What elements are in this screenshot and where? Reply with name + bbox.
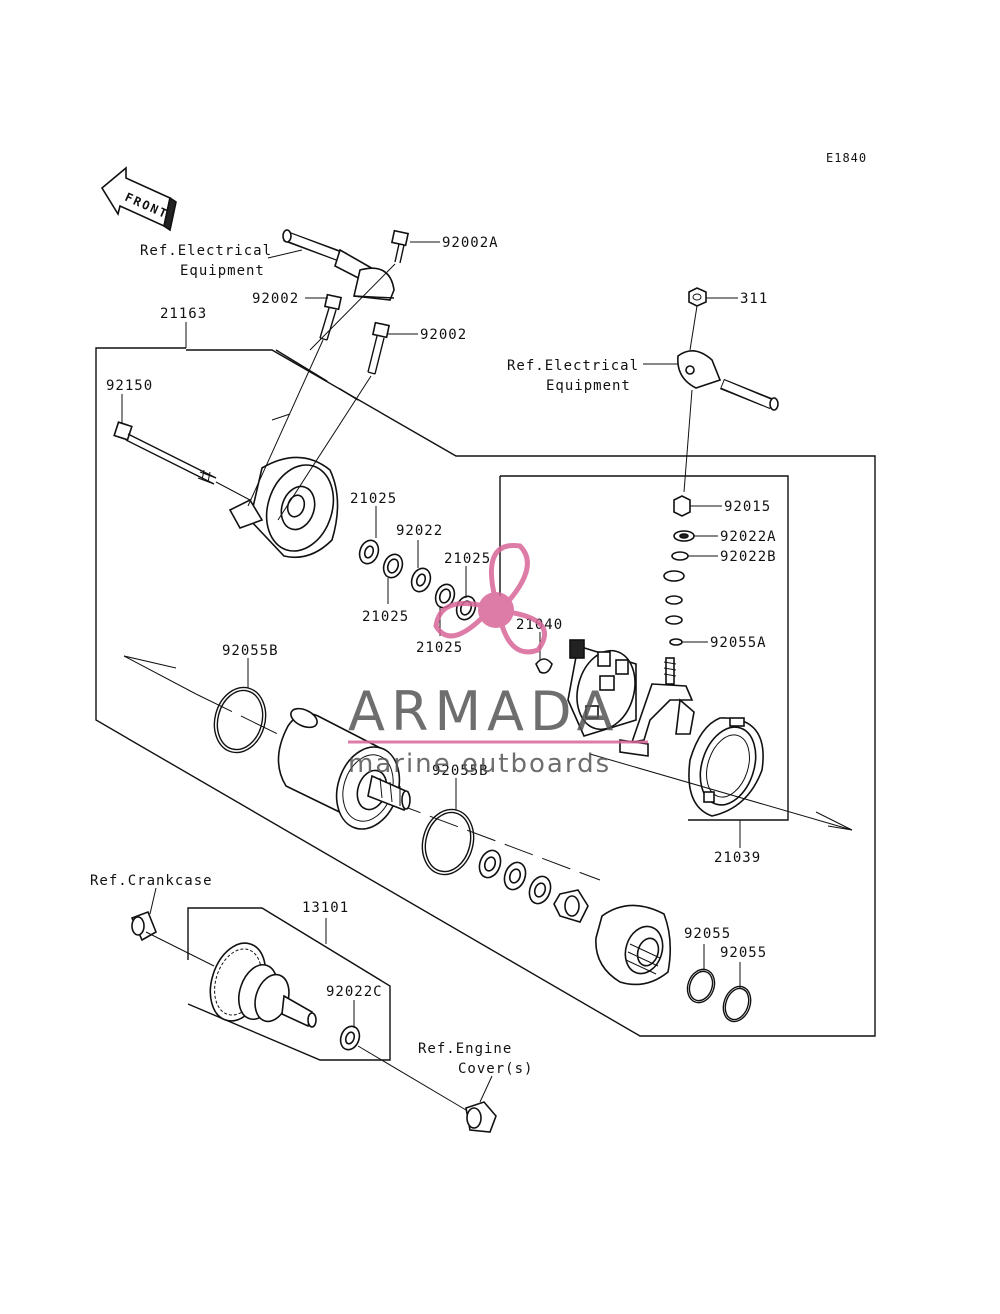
nut-92015 [673,495,691,517]
label-92002A: 92002A [442,235,499,251]
brush-plate [567,639,637,737]
wire-harness-right [677,350,779,411]
label-21163: 21163 [160,306,207,322]
ref-engine-line2: Cover(s) [458,1061,533,1077]
end-housing [228,456,339,559]
assembly-outline-21039 [499,475,789,821]
bolt-92002A [390,229,410,264]
washer-92022C [339,1025,361,1051]
rear-cover [595,904,672,986]
label-92022: 92022 [396,523,443,539]
bushing-crankcase [130,910,158,942]
label-13101: 13101 [302,900,349,916]
assembly-outline-21163 [95,347,876,1037]
label-92022C: 92022C [326,984,383,1000]
reference-notes: Ref.Electrical Equipment Ref.Electrical … [90,243,639,1077]
o-ring-92055-a [686,968,716,1004]
thru-bolt-92150 [113,421,217,485]
leader-lines-top [215,263,396,521]
label-92002-right: 92002 [420,327,467,343]
watermark-tagline: marine outboards [348,749,611,779]
label-92055-b: 92055 [720,945,767,961]
o-ring-92055B-left [213,686,267,754]
label-21025-c: 21025 [444,551,491,567]
terminal-bracket [619,657,695,757]
callout-leaders [121,241,741,1103]
label-311: 311 [740,291,768,307]
armada-watermark: ARMADA marine outboards [348,542,648,779]
watermark-brand: ARMADA [348,680,620,743]
yoke-cover-21039 [688,717,764,817]
bolt-92002-lower [367,321,391,375]
label-92022B: 92022B [720,549,777,565]
ref-electrical-2-line1: Ref.Electrical [507,358,639,374]
label-21025-d: 21025 [416,640,463,656]
armature [335,746,411,830]
wire-harness-left [282,229,395,301]
ref-crankcase: Ref.Crankcase [90,873,213,889]
label-92055B-left: 92055B [222,643,279,659]
label-92002-top: 92002 [252,291,299,307]
propeller-logo-icon [433,542,547,655]
bushing-engine-cover [465,1101,497,1133]
bolt-92002-upper [319,293,343,341]
washers-rear [478,849,589,923]
ref-electrical-2-line2: Equipment [546,378,631,394]
nut-311 [688,287,707,307]
label-92055B-mid: 92055B [432,763,489,779]
label-92015: 92015 [724,499,771,515]
brush-spring-21040 [535,658,553,674]
label-21025-a: 21025 [350,491,397,507]
ref-electrical-1-line2: Equipment [180,263,265,279]
diagram-code: E1840 [826,151,867,165]
label-92055A: 92055A [710,635,767,651]
callout-labels: 92002A 92002 92002 21163 92150 311 92015… [106,235,777,1000]
front-arrow-icon: FRONT [100,166,177,232]
label-92150: 92150 [106,378,153,394]
label-92055-a: 92055 [684,926,731,942]
starter-drive-13101 [209,942,317,1028]
label-21025-b: 21025 [362,609,409,625]
o-ring-92055B-mid [421,808,475,876]
ref-engine-line1: Ref.Engine [418,1041,512,1057]
assembly-outline-13101 [187,907,391,1061]
label-92022A: 92022A [720,529,777,545]
label-21039: 21039 [714,850,761,866]
ref-electrical-1-line1: Ref.Electrical [140,243,272,259]
o-ring-92055-b [722,985,752,1023]
washer-stack-right [663,530,695,646]
